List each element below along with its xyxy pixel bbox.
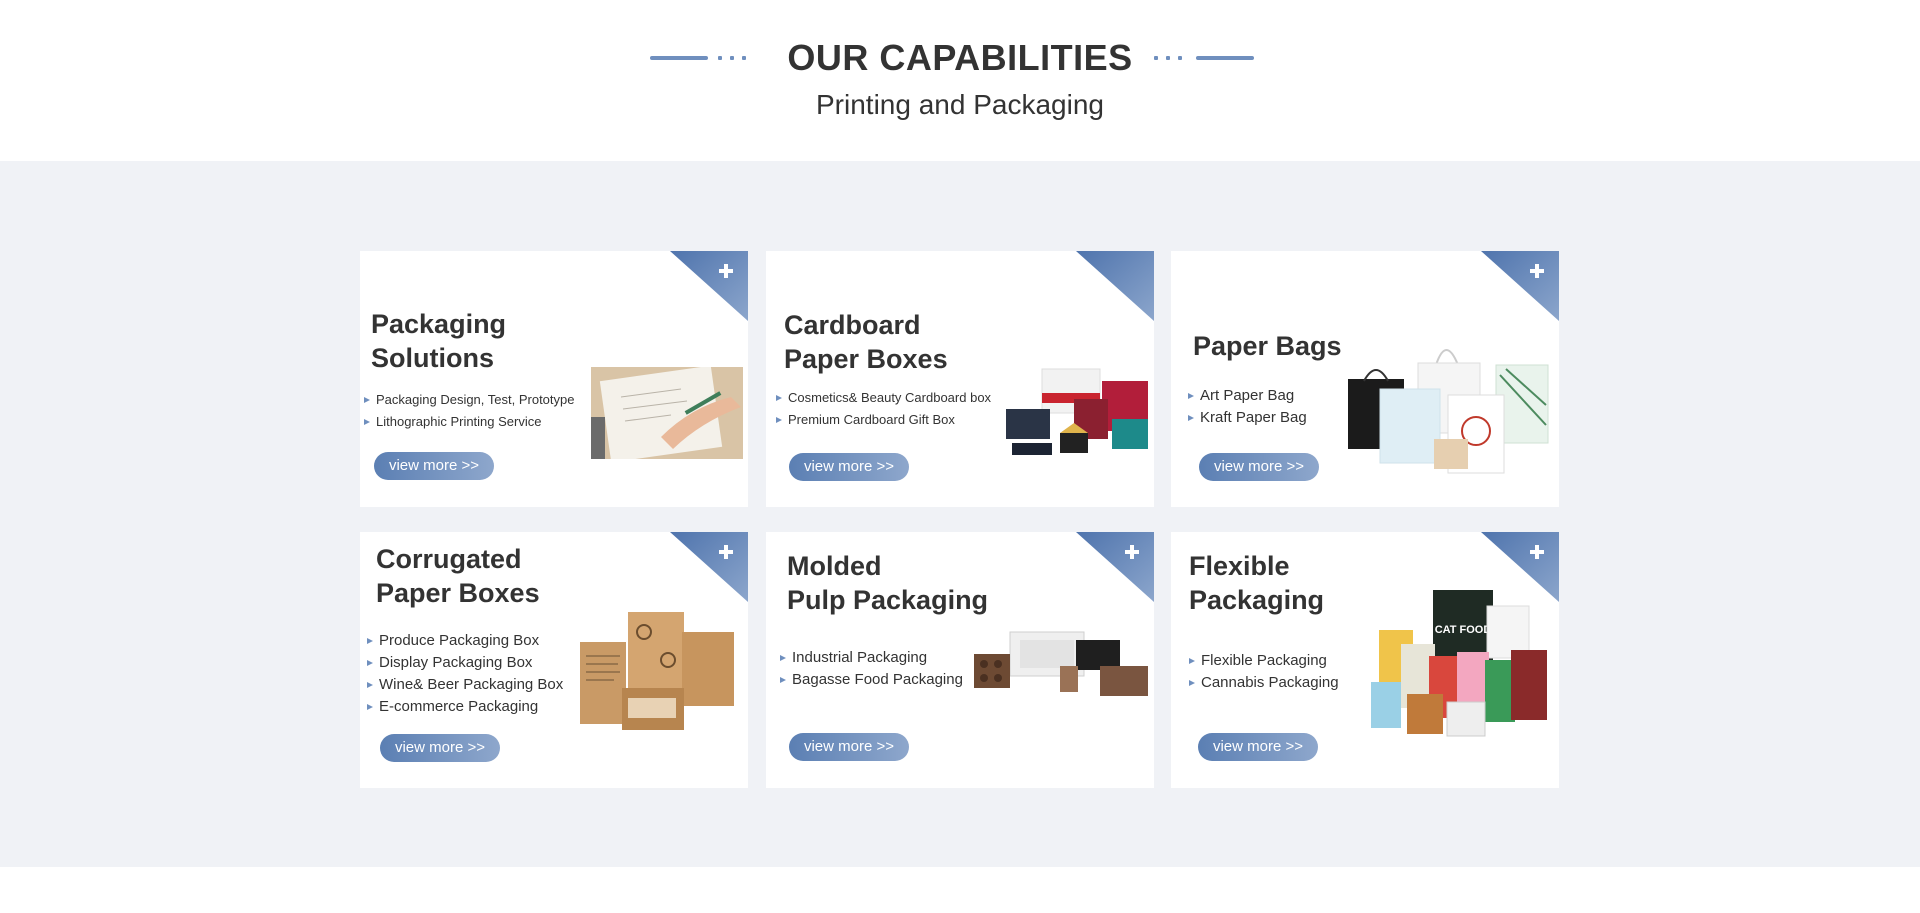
card-corrugated-paper-boxes[interactable]: Corrugated Paper Boxes Produce Packaging… — [360, 532, 748, 788]
title-row: OUR CAPABILITIES — [0, 38, 1920, 78]
plus-icon[interactable] — [1529, 263, 1545, 279]
section-subtitle: Printing and Packaging — [816, 89, 1104, 120]
card-item-list: Art Paper Bag Kraft Paper Bag — [1188, 385, 1307, 429]
card-paper-bags[interactable]: Paper Bags Art Paper Bag Kraft Paper Bag… — [1171, 251, 1559, 507]
view-more-button[interactable]: view more >> — [380, 734, 500, 762]
card-title: Paper Bags — [1193, 331, 1342, 361]
list-item: Packaging Design, Test, Prototype — [364, 389, 575, 411]
pouch-label-text: CAT FOOD — [1435, 624, 1492, 636]
plus-icon[interactable] — [1529, 544, 1545, 560]
view-more-button[interactable]: view more >> — [374, 452, 494, 480]
list-item: Premium Cardboard Gift Box — [776, 409, 991, 431]
capabilities-band: Packaging Solutions Packaging Design, Te… — [0, 161, 1920, 867]
flexible-pouches-image: CAT FOOD — [1367, 590, 1553, 738]
list-item: Flexible Packaging — [1189, 650, 1339, 672]
card-item-list: Cosmetics& Beauty Cardboard box Premium … — [776, 387, 991, 431]
card-item-list: Flexible Packaging Cannabis Packaging — [1189, 650, 1339, 694]
list-item: Lithographic Printing Service — [364, 411, 575, 433]
card-molded-pulp-packaging[interactable]: Molded Pulp Packaging Industrial Packagi… — [766, 532, 1154, 788]
card-packaging-solutions[interactable]: Packaging Solutions Packaging Design, Te… — [360, 251, 748, 507]
title-decoration-left — [650, 56, 752, 60]
cardboard-gift-boxes-image — [1002, 363, 1152, 461]
card-corner — [1076, 532, 1154, 602]
list-item: Display Packaging Box — [367, 652, 563, 674]
corrugated-boxes-image — [578, 612, 736, 732]
title-decoration-right — [1152, 56, 1254, 60]
card-cardboard-paper-boxes[interactable]: Cardboard Paper Boxes Cosmetics& Beauty … — [766, 251, 1154, 507]
card-corner — [1076, 251, 1154, 321]
plus-icon[interactable] — [1124, 544, 1140, 560]
list-item: Produce Packaging Box — [367, 630, 563, 652]
list-item: Wine& Beer Packaging Box — [367, 674, 563, 696]
card-title: Corrugated Paper Boxes — [376, 544, 540, 608]
card-item-list: Industrial Packaging Bagasse Food Packag… — [780, 647, 963, 691]
hand-drawing-sketch-image — [591, 367, 743, 459]
view-more-button[interactable]: view more >> — [789, 453, 909, 481]
list-item: E-commerce Packaging — [367, 696, 563, 718]
card-title: Cardboard Paper Boxes — [784, 310, 948, 374]
plus-icon[interactable] — [718, 544, 734, 560]
capabilities-header: OUR CAPABILITIES Printing and Packaging — [0, 0, 1920, 161]
molded-pulp-trays-image — [972, 628, 1150, 700]
list-item: Industrial Packaging — [780, 647, 963, 669]
view-more-button[interactable]: view more >> — [1199, 453, 1319, 481]
list-item: Kraft Paper Bag — [1188, 407, 1307, 429]
paper-bags-image — [1346, 335, 1554, 479]
card-corner — [1481, 251, 1559, 321]
card-item-list: Packaging Design, Test, Prototype Lithog… — [364, 389, 575, 433]
list-item: Art Paper Bag — [1188, 385, 1307, 407]
card-corner — [670, 251, 748, 321]
list-item: Cannabis Packaging — [1189, 672, 1339, 694]
card-corner — [670, 532, 748, 602]
card-title: Packaging Solutions — [371, 309, 507, 373]
card-flexible-packaging[interactable]: Flexible Packaging Flexible Packaging Ca… — [1171, 532, 1559, 788]
card-title: Molded Pulp Packaging — [787, 551, 989, 615]
card-item-list: Produce Packaging Box Display Packaging … — [367, 630, 563, 718]
list-item: Cosmetics& Beauty Cardboard box — [776, 387, 991, 409]
list-item: Bagasse Food Packaging — [780, 669, 963, 691]
view-more-button[interactable]: view more >> — [1198, 733, 1318, 761]
plus-icon[interactable] — [718, 263, 734, 279]
card-corner — [1481, 532, 1559, 602]
view-more-button[interactable]: view more >> — [789, 733, 909, 761]
section-title: OUR CAPABILITIES — [787, 37, 1133, 78]
card-title: Flexible Packaging — [1189, 551, 1325, 615]
